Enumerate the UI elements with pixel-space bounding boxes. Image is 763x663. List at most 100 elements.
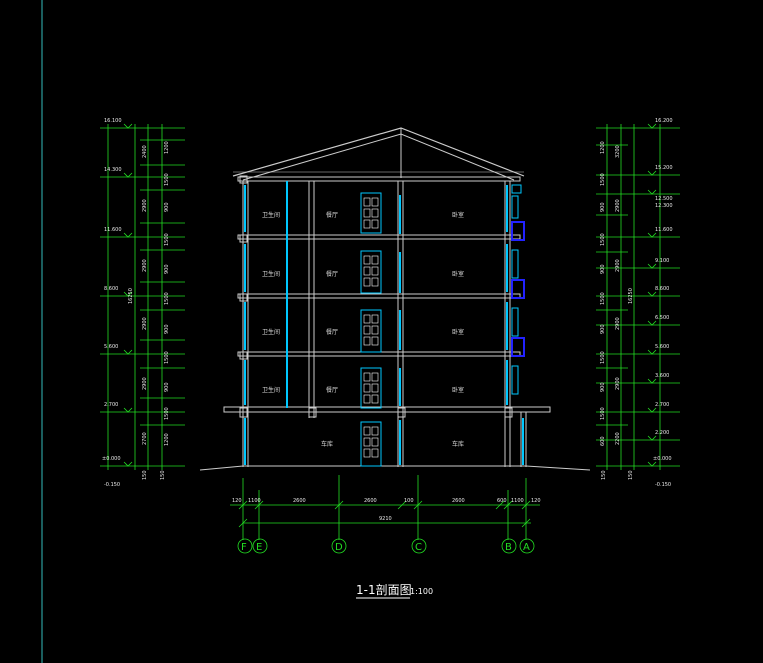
left-total: 16250	[128, 288, 134, 304]
balconies	[511, 184, 525, 395]
axis-B: B	[505, 542, 512, 553]
axis-D: D	[335, 542, 343, 553]
right-part-7: 1500	[600, 351, 606, 364]
axis-circle-B	[501, 538, 517, 554]
room-dining-4: 餐厅	[326, 270, 338, 278]
left-floor-h-4: 2900	[142, 377, 148, 390]
left-part-1: 1500	[164, 173, 170, 186]
balcony-floor-4	[511, 221, 525, 241]
room-bed-4: 卧室	[452, 270, 464, 278]
left-floor-h-3: 2900	[142, 317, 148, 330]
roof-outline	[232, 127, 525, 177]
grid-axis-labels: F E D C B A	[241, 542, 530, 553]
bottom-seg-0: 120	[232, 498, 242, 504]
left-elev-4: 5.600	[104, 344, 118, 350]
left-part-6: 900	[164, 324, 170, 334]
right-part-8: 900	[600, 382, 606, 392]
right-elev-5: 9.100	[655, 258, 669, 264]
title-scale: 1:100	[410, 587, 433, 596]
left-elev-1: 14.300	[104, 167, 122, 173]
door-floor-3	[360, 309, 382, 353]
room-bath-4: 卫生间	[262, 270, 280, 278]
right-elev-8: 5.600	[655, 344, 669, 350]
left-part-9: 1500	[164, 407, 170, 420]
drawing-title: 1-1剖面图 1:100	[356, 583, 433, 599]
left-elev-5: 2.700	[104, 402, 118, 408]
right-elev-12: ±0.000	[653, 456, 672, 462]
floor-slab-4	[237, 234, 521, 240]
right-elev-6: 8.600	[655, 286, 669, 292]
room-garage-b: 车库	[452, 440, 464, 448]
left-floor-h-1: 2900	[142, 199, 148, 212]
right-part-4: 900	[600, 264, 606, 274]
left-part-2: 900	[164, 202, 170, 212]
left-part-10: 1200	[164, 433, 170, 446]
left-part-labels: 1200 1500 900 1500 900 1500 900 1500 900…	[164, 141, 170, 446]
left-dimension-column	[100, 123, 185, 470]
room-labels: 卫生间 餐厅 卧室 卫生间 餐厅 卧室 卫生间 餐厅 卧室 卫生间 餐厅 卧室 …	[262, 211, 464, 448]
room-bed-5: 卧室	[452, 211, 464, 219]
left-elev-6: ±0.000	[102, 456, 121, 462]
room-dining-5: 餐厅	[326, 211, 338, 219]
right-small-0: 150	[601, 470, 607, 480]
bottom-seg-7: 1100	[511, 498, 524, 504]
door-floor-2	[360, 367, 382, 409]
left-small-0: 150	[142, 470, 148, 480]
balcony-floor-2	[511, 337, 525, 357]
right-elev-11: 2.200	[655, 430, 669, 436]
ground-line	[199, 465, 591, 471]
bottom-seg-1: 1100	[248, 498, 261, 504]
right-floor-h-0: 3200	[615, 145, 621, 158]
right-floor-height-labels: 3200 2900 2900 2900 2900 2200 16250 150 …	[601, 145, 634, 480]
left-part-0: 1200	[164, 141, 170, 154]
axis-E: E	[256, 542, 262, 553]
left-elev-0: 16.100	[104, 118, 122, 124]
left-part-4: 900	[164, 264, 170, 274]
axis-circle-A	[519, 538, 535, 554]
axis-circle-F	[237, 538, 253, 554]
room-bed-2: 卧室	[452, 386, 464, 394]
right-part-1: 1500	[600, 173, 606, 186]
right-part-labels: 1200 1500 900 1500 900 1500 900 1500 900…	[600, 141, 606, 446]
axis-circle-D	[331, 538, 347, 554]
right-elev-13: -0.150	[655, 482, 671, 488]
bottom-dimension-labels: 120 1100 2600 2600 100 2600 600 1100 120…	[232, 498, 541, 522]
window-lines	[244, 181, 524, 465]
bottom-seg-8: 120	[531, 498, 541, 504]
balcony-floor-5	[511, 184, 522, 194]
right-dimension-column	[596, 123, 680, 470]
right-total: 16250	[628, 288, 634, 304]
right-floor-h-1: 2900	[615, 199, 621, 212]
left-small-1: 150	[160, 470, 166, 480]
door-floor-5	[360, 192, 382, 234]
right-part-2: 900	[600, 202, 606, 212]
right-elev-10: 2.700	[655, 402, 669, 408]
balcony-floor-3	[511, 279, 525, 299]
door-floor-4	[360, 250, 382, 294]
left-elev-2: 11.600	[104, 227, 122, 233]
left-elev-7: -0.150	[104, 482, 120, 488]
left-part-8: 900	[164, 382, 170, 392]
bottom-seg-4: 100	[404, 498, 414, 504]
floor-slab-5	[237, 176, 521, 182]
right-elev-9: 3.600	[655, 373, 669, 379]
bottom-seg-5: 2600	[452, 498, 465, 504]
axis-F: F	[241, 542, 247, 553]
right-floor-h-4: 2900	[615, 377, 621, 390]
right-elev-1: 15.200	[655, 165, 673, 171]
right-floor-h-5: 2200	[615, 432, 621, 445]
bottom-seg-3: 2600	[364, 498, 377, 504]
door-ground	[360, 421, 382, 467]
axis-C: C	[415, 542, 422, 553]
right-part-9: 1500	[600, 407, 606, 420]
room-dining-3: 餐厅	[326, 328, 338, 336]
left-part-7: 1500	[164, 351, 170, 364]
bottom-dimension-lines	[230, 475, 540, 554]
right-elev-2: 12.500	[655, 196, 673, 202]
right-part-6: 900	[600, 324, 606, 334]
bottom-seg-6: 600	[497, 498, 507, 504]
axis-A: A	[523, 542, 530, 553]
axis-circle-E	[252, 538, 268, 554]
right-elev-7: 6.500	[655, 315, 669, 321]
